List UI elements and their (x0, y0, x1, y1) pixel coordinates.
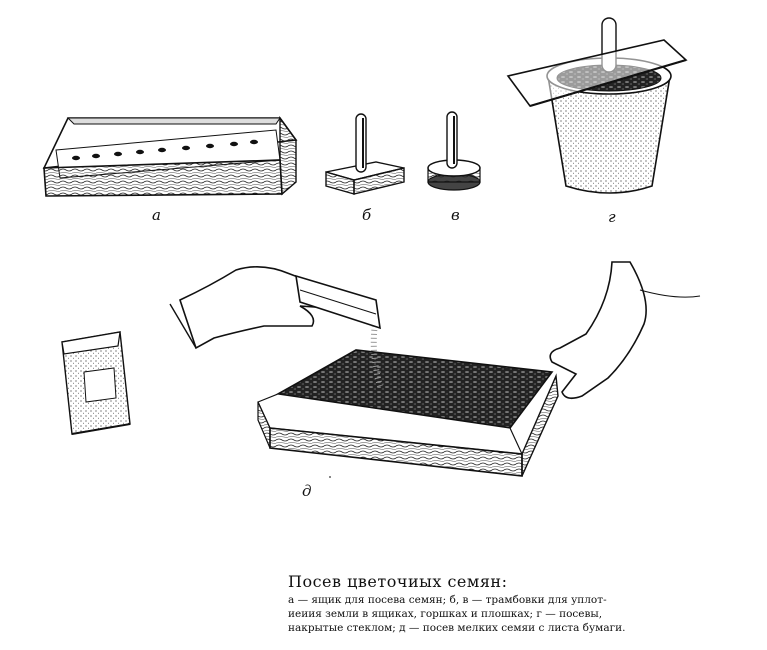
illustration (42, 17, 701, 478)
left-hand-with-paper (169, 266, 381, 350)
seed-box-a (42, 115, 298, 197)
caption-line-2: иеиия земли в ящиках, горшках и плошках;… (288, 608, 603, 620)
caption-title: Посев цветочиых семян: (288, 572, 508, 591)
label-b: б (362, 206, 372, 224)
caption-body: а — ящик для посева семян; б, в — трамбо… (288, 593, 758, 635)
sowing-tray-d (257, 317, 559, 477)
seed-packet (61, 331, 131, 435)
label-g: г (608, 208, 616, 226)
right-hand (549, 261, 701, 400)
label-d: д (302, 482, 312, 500)
label-v: в (451, 206, 460, 224)
figure-caption: Посев цветочиых семян: а — ящик для посе… (288, 572, 758, 635)
flat-tamper-b (325, 113, 405, 195)
caption-line-1: а — ящик для посева семян; б, в — трамбо… (288, 594, 607, 606)
caption-line-3: накрытые стеклом; д — посев мелких семяи… (288, 622, 626, 634)
label-a: а (152, 206, 161, 224)
covered-pot-g (506, 17, 688, 194)
round-tamper-v (427, 111, 481, 191)
